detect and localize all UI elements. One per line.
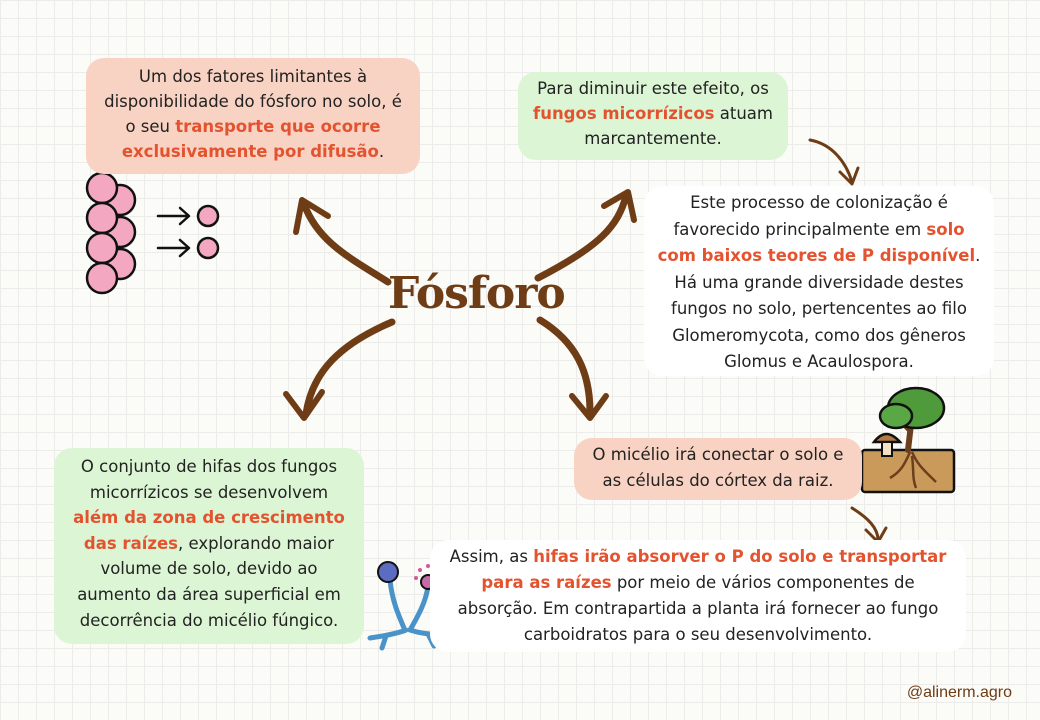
arrow-to-bottom-right (536, 316, 594, 416)
phosphate-diffusion-icon (85, 171, 220, 295)
card-text: Um dos fatores limitantes à disponibilid… (104, 67, 402, 136)
card-text: , explorando maior volume de solo, devid… (77, 533, 341, 630)
card-text: Para diminuir este efeito, os (537, 79, 769, 98)
card-text: . (378, 142, 385, 161)
central-title: Fósforo (388, 268, 566, 319)
card-text: atuam marcantemente. (584, 104, 773, 148)
small-arrow-root (850, 506, 880, 542)
arrowhead-top-left (293, 197, 331, 235)
card-text: Assim, as (449, 547, 534, 566)
card-text: . Há uma grande diversidade destes fungo… (671, 246, 981, 371)
small-arrow-top-right (808, 138, 854, 184)
arrow-to-bottom-left (302, 318, 396, 418)
card-text: O conjunto de hifas dos fungos micorrízi… (80, 457, 338, 502)
arrow-to-top-right (534, 192, 630, 282)
card-hyphae-network: O conjunto de hifas dos fungos micorrízi… (54, 448, 364, 644)
card-highlight: além da zona de crescimento das raízes (73, 508, 345, 553)
card-mycelium-root: O micélio irá conectar o solo e as célul… (574, 438, 862, 500)
card-colonization: Este processo de colonização é favorecid… (644, 186, 994, 376)
tree-mushroom-root-icon (860, 386, 956, 494)
card-highlight: hifas irão absorver o P do solo e transp… (481, 547, 947, 592)
arrow-to-top-left (300, 200, 392, 286)
card-text: O micélio irá conectar o solo e as célul… (592, 445, 844, 490)
arrowhead-bottom-left (283, 389, 325, 421)
card-highlight: fungos micorrízicos (533, 104, 715, 123)
author-credit: @alinerm.agro (906, 684, 1012, 701)
card-text: por meio de vários componentes de absorç… (457, 573, 939, 644)
card-text: Este processo de colonização é favorecid… (673, 193, 948, 239)
card-diffusion: Um dos fatores limitantes à disponibilid… (86, 58, 420, 174)
card-highlight: solo com baixos teores de P disponível (657, 219, 976, 266)
small-arrowhead-top-right (838, 166, 860, 186)
arrowhead-top-right (601, 189, 637, 223)
card-highlight: transporte que ocorre exclusivamente por… (121, 117, 381, 161)
arrowhead-bottom-right (569, 393, 609, 421)
card-mycorrhizal-fungi: Para diminuir este efeito, os fungos mic… (518, 72, 788, 160)
card-phosphorus-uptake: Assim, as hifas irão absorver o P do sol… (430, 540, 966, 652)
